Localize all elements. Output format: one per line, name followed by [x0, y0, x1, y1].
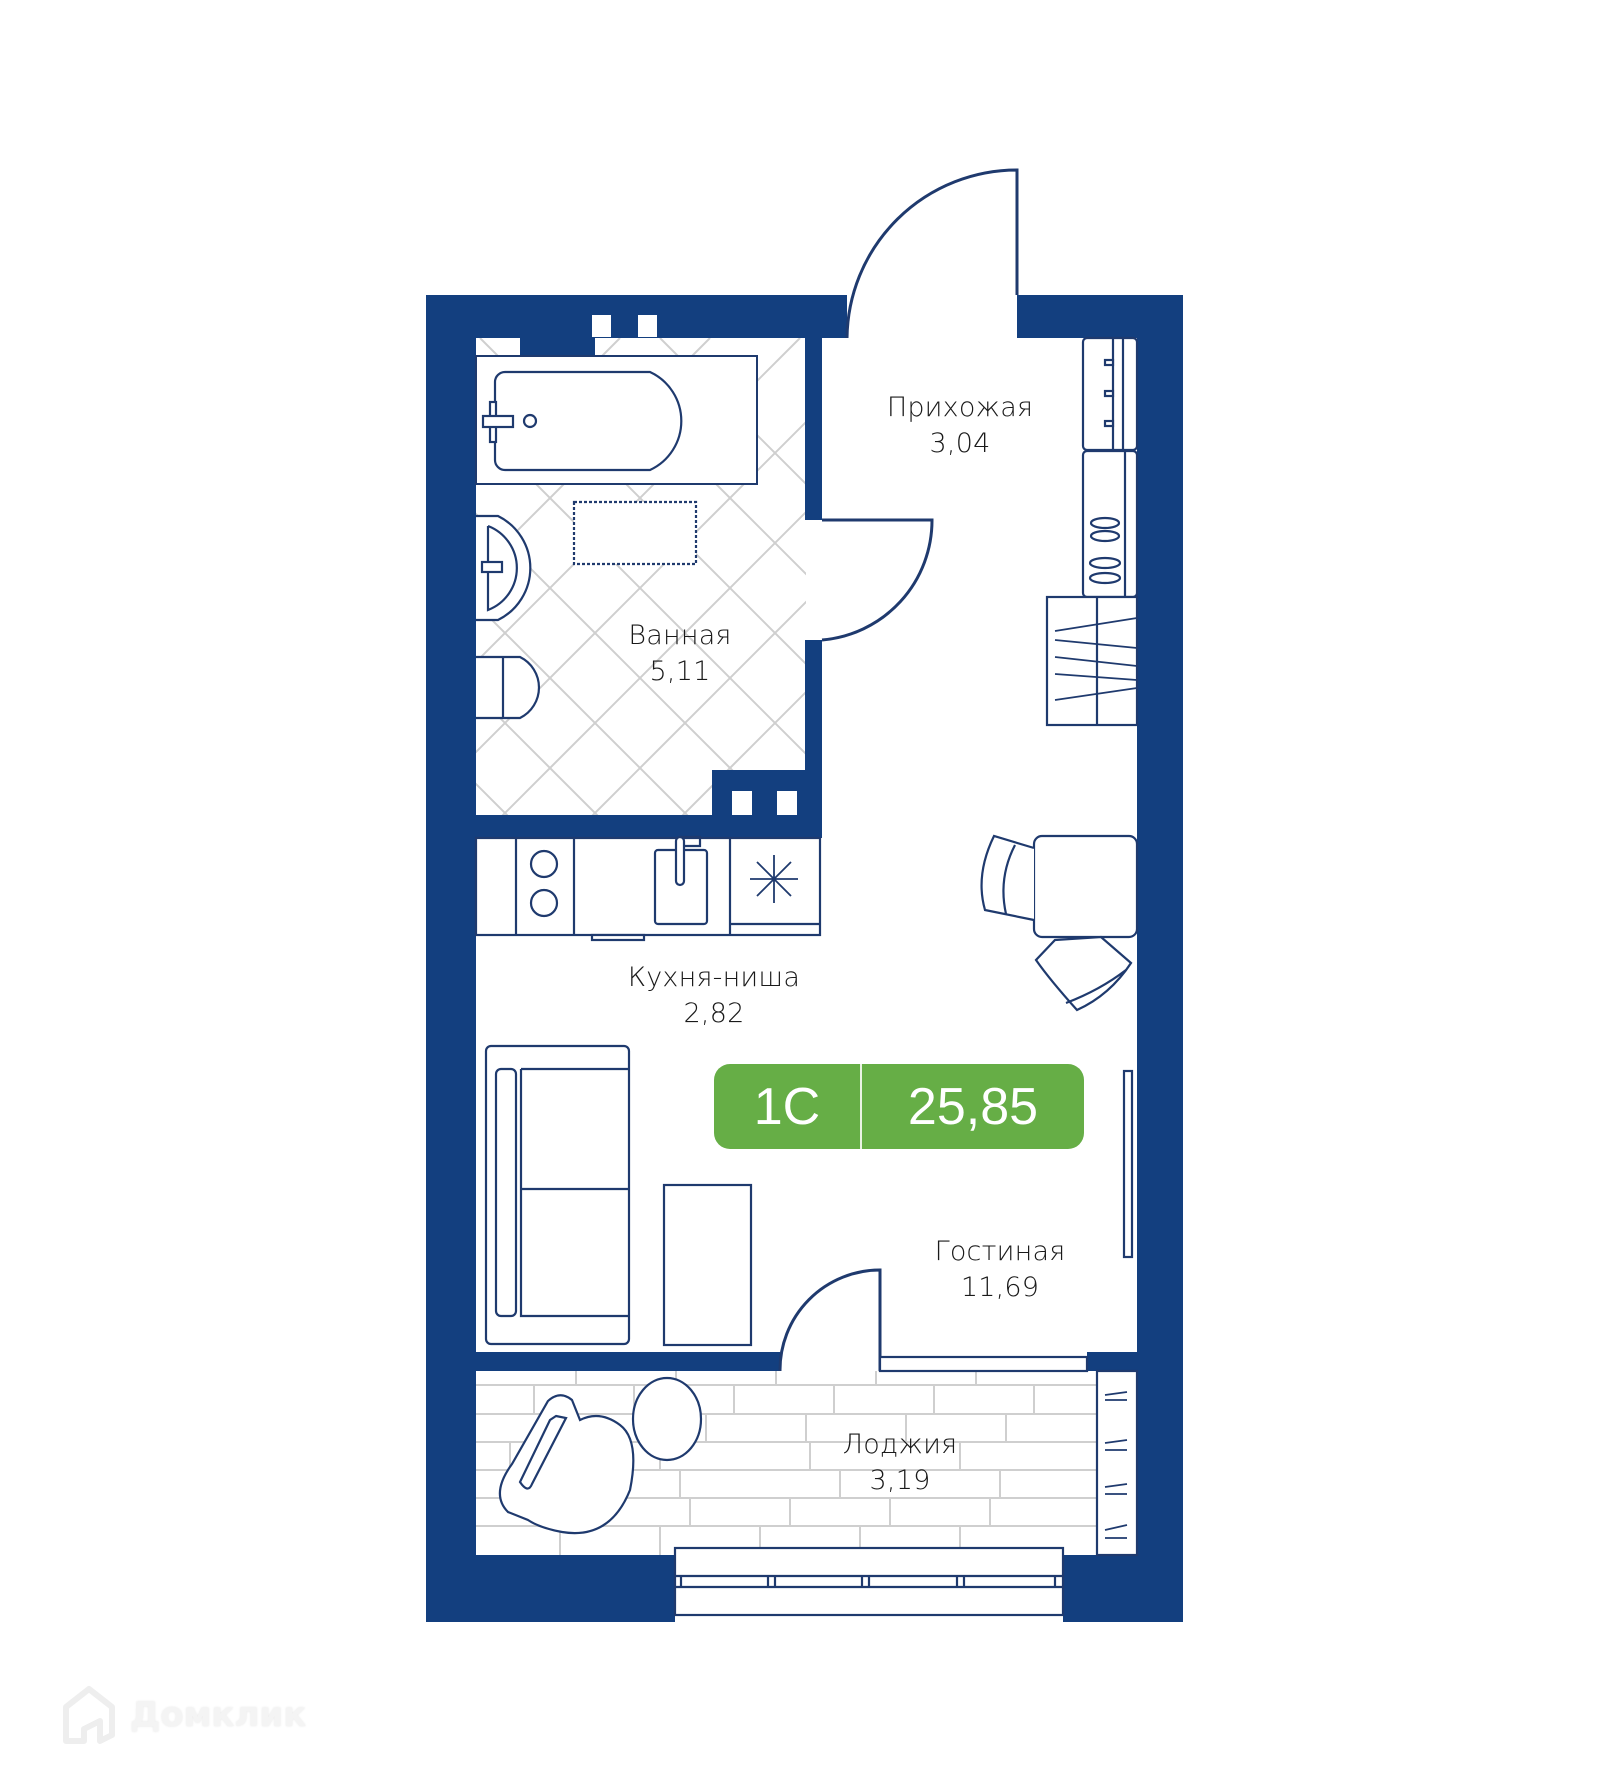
loggia-round-table — [631, 1376, 703, 1462]
loggia-window — [673, 1546, 1065, 1617]
room-label-bathroom: Ванная 5,11 — [580, 618, 780, 690]
room-label-living-room: Гостиная 11,69 — [900, 1234, 1100, 1306]
room-name: Лоджия — [842, 1429, 958, 1460]
bathroom-sink — [476, 514, 532, 622]
room-area: 3,04 — [929, 428, 991, 459]
hob-burner — [529, 888, 559, 918]
room-area: 3,19 — [869, 1465, 931, 1496]
house-logo-icon — [63, 1686, 115, 1744]
apartment-total-area: 25,85 — [907, 1077, 1039, 1136]
room-name: Кухня-ниша — [627, 962, 801, 993]
room-label-hallway: Прихожая 3,04 — [860, 390, 1060, 462]
bath-mat — [572, 500, 698, 566]
dining-chair — [980, 834, 1035, 922]
kitchen-counter — [474, 836, 822, 937]
watermark-brand: Домклик — [130, 1695, 307, 1735]
loggia-side-unit — [1095, 1369, 1139, 1557]
watermark: Домклик — [60, 1685, 306, 1745]
room-name: Прихожая — [886, 392, 1034, 423]
room-label-kitchen: Кухня-ниша 2,82 — [594, 960, 834, 1032]
loggia-glazing — [878, 1355, 1089, 1373]
dining-table — [1032, 834, 1139, 939]
apartment-badge: 1С 25,85 — [714, 1064, 1084, 1149]
bathroom-door — [821, 518, 934, 642]
coffee-table — [662, 1183, 753, 1347]
front-door — [845, 168, 1019, 339]
loggia-armchair — [498, 1394, 635, 1535]
room-area: 5,11 — [649, 656, 711, 687]
bathtub — [475, 355, 758, 485]
loggia-door — [778, 1268, 882, 1372]
fridge-snowflake-icon — [750, 855, 798, 903]
apartment-type: 1С — [714, 1064, 862, 1149]
vent-holes — [592, 315, 797, 815]
dining-chair — [1034, 935, 1133, 1012]
room-label-loggia: Лоджия 3,19 — [800, 1427, 1000, 1499]
room-area: 11,69 — [960, 1272, 1040, 1303]
hob-burner — [529, 849, 559, 879]
room-name: Гостиная — [934, 1236, 1066, 1267]
tv-stand — [1122, 1069, 1134, 1259]
toilet — [476, 655, 541, 720]
hallway-cabinet — [1045, 595, 1139, 727]
room-name: Ванная — [628, 620, 732, 651]
bathroom-tile-pattern — [476, 338, 806, 816]
room-area: 2,82 — [683, 998, 745, 1029]
walls — [426, 295, 1183, 1622]
fixtures — [474, 168, 1139, 1617]
